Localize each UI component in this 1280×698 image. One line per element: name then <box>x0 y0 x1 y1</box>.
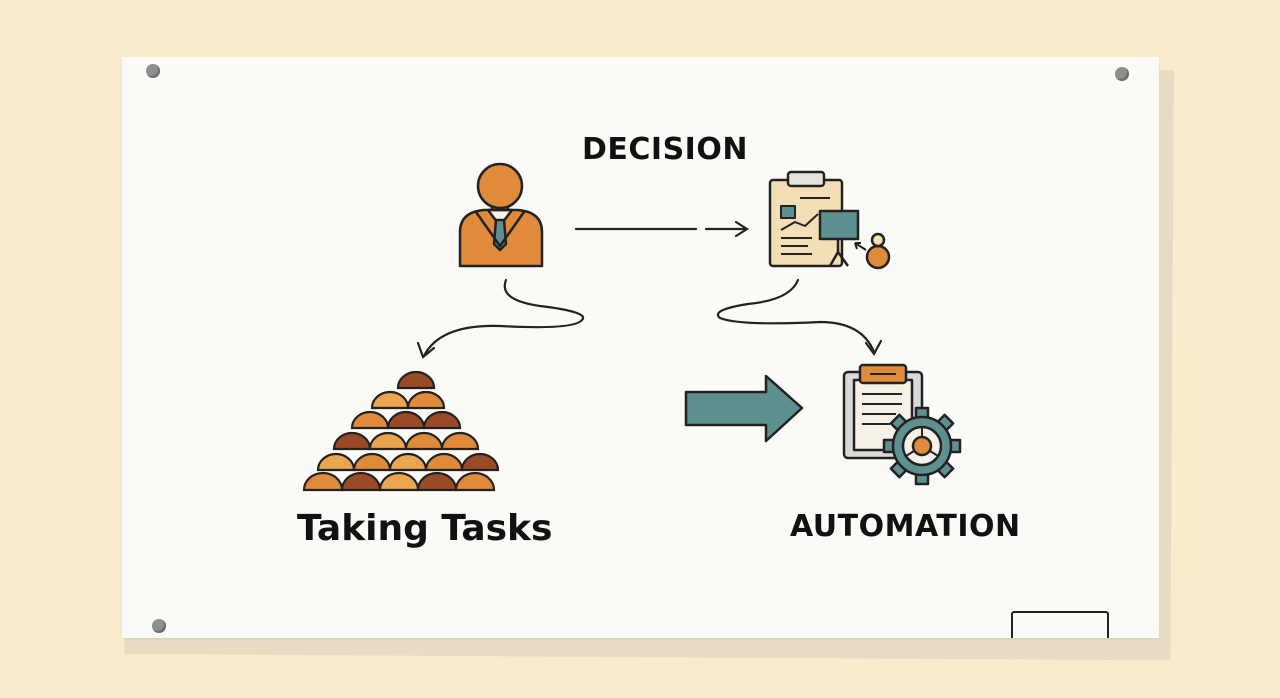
paper-tab <box>1011 611 1109 638</box>
decision-label: DECISION <box>582 132 748 167</box>
automation-label: AUTOMATION <box>790 509 1021 544</box>
businessman-icon <box>458 162 544 268</box>
clipboard-report-icon <box>768 170 891 270</box>
taking-tasks-label: Taking Tasks <box>297 508 553 549</box>
stone-pile-icon <box>302 370 500 492</box>
pin-top-right <box>1115 67 1129 81</box>
right-arrow-icon <box>684 374 804 443</box>
curve-arrow-right <box>716 278 883 357</box>
whiteboard-paper <box>122 57 1159 638</box>
document-gear-icon <box>842 363 962 486</box>
pin-bottom-left <box>152 619 166 633</box>
curve-arrow-left <box>416 278 585 359</box>
decision-arrow <box>574 220 750 238</box>
pin-top-left <box>146 64 160 78</box>
